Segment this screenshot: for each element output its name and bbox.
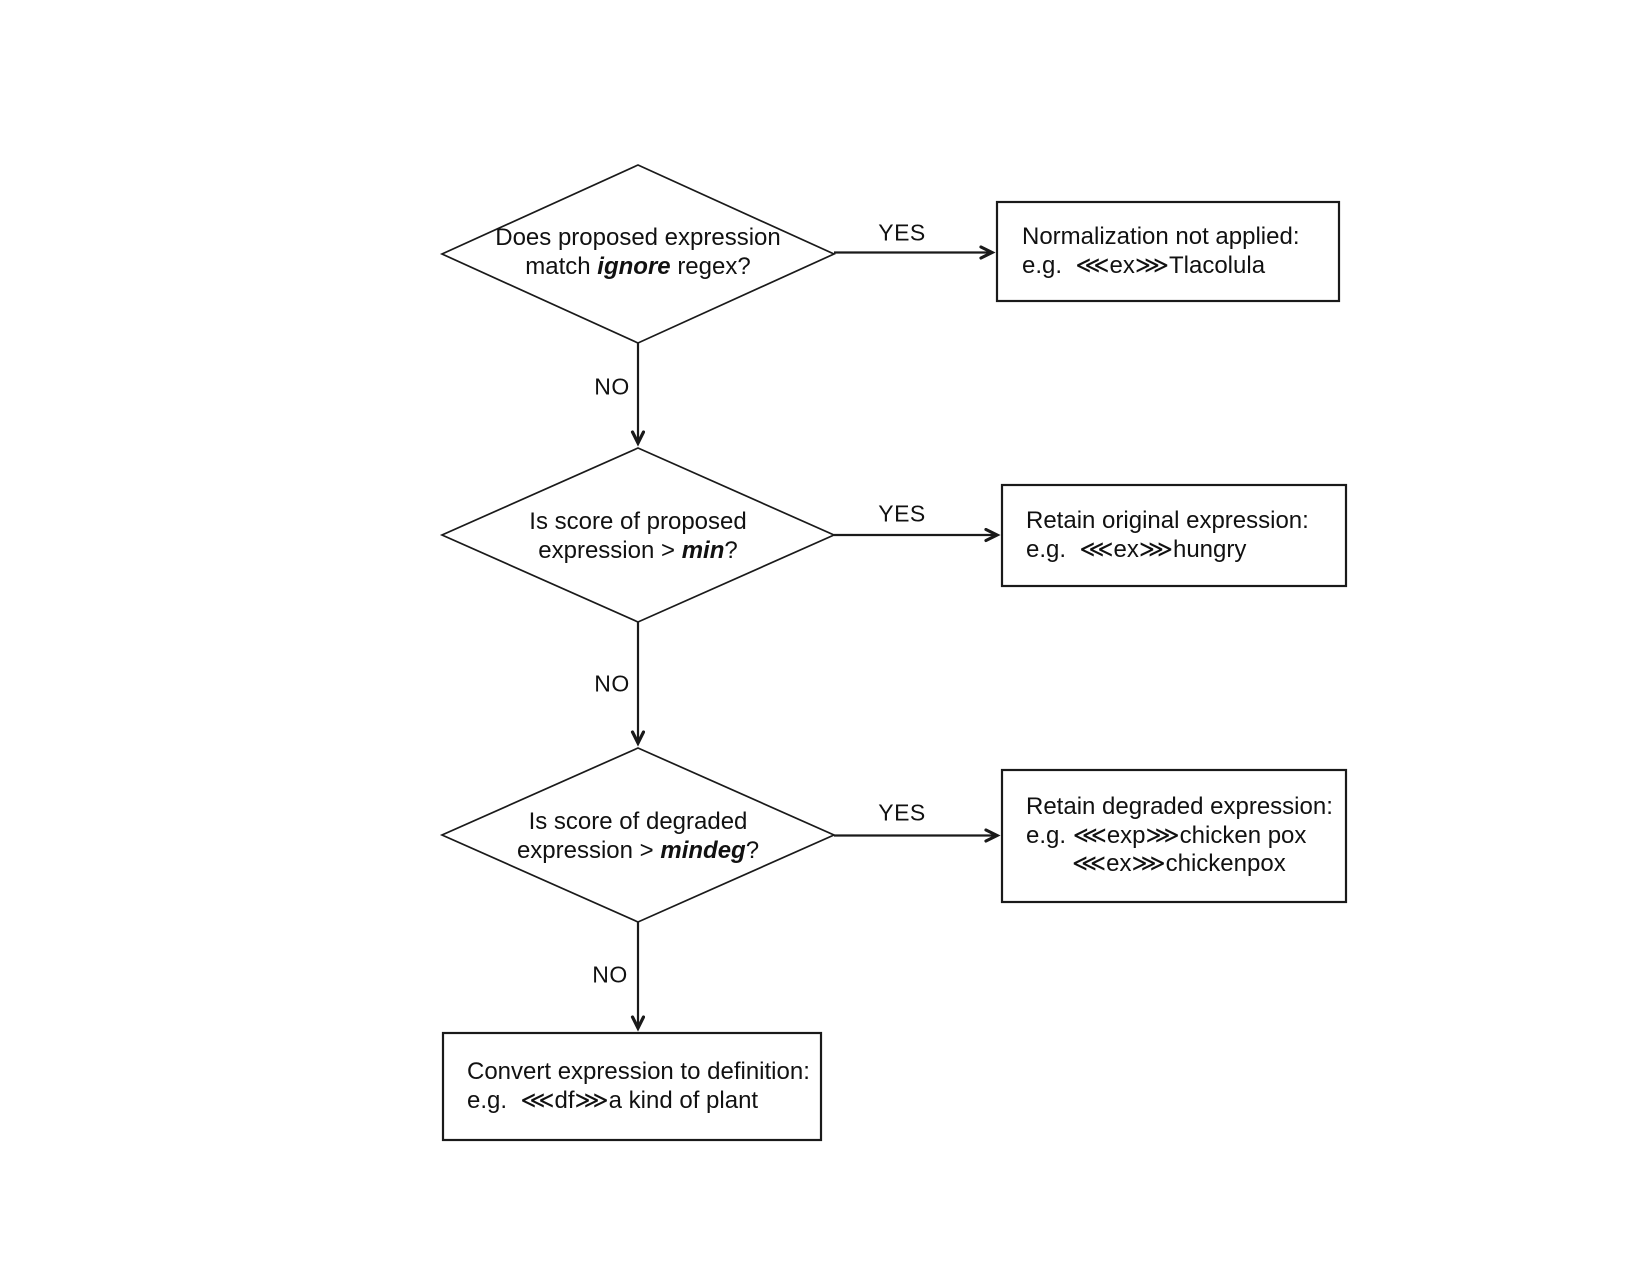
decision-line: match ignore regex? xyxy=(525,253,751,280)
label-yes-score-mindeg: YES xyxy=(878,799,926,826)
emphasis-term: min xyxy=(681,537,725,564)
result-line: Retain original expression: xyxy=(1026,507,1309,534)
result-box-normalization-not-applied xyxy=(995,200,1341,303)
label-no-ignore-regex: NO xyxy=(594,373,630,400)
decision-line: Is score of degraded xyxy=(528,808,748,835)
result-text-retain-original: Retain original expression: e.g. ⋘ex⋙hun… xyxy=(1002,485,1346,586)
result-line: e.g. ⋘exp⋙chicken pox xyxy=(1026,821,1307,849)
decision-text-score-mindeg: Is score of degraded expression > mindeg… xyxy=(517,807,759,865)
decision-text-ignore-regex: Does proposed expression match ignore re… xyxy=(495,223,781,281)
label-yes-score-min: YES xyxy=(878,500,926,527)
result-text-convert-to-definition: Convert expression to definition: e.g. ⋘… xyxy=(443,1033,821,1140)
result-line: ⋘ex⋙chickenpox xyxy=(1072,850,1286,878)
result-line: e.g. ⋘df⋙a kind of plant xyxy=(467,1086,759,1114)
decision-line: expression > mindeg? xyxy=(516,837,760,864)
result-line: e.g. ⋘ex⋙hungry xyxy=(1026,535,1247,563)
label-no-score-mindeg: NO xyxy=(592,961,628,988)
result-box-retain-degraded xyxy=(1000,768,1348,904)
result-text-normalization-not-applied: Normalization not applied: e.g. ⋘ex⋙Tlac… xyxy=(997,202,1339,301)
label-yes-ignore-regex: YES xyxy=(878,219,926,246)
result-line: Normalization not applied: xyxy=(1022,223,1300,250)
decision-line: Is score of proposed xyxy=(529,508,747,535)
result-line: Retain degraded expression: xyxy=(1026,793,1333,821)
result-box-convert-to-definition xyxy=(441,1031,823,1142)
emphasis-term: mindeg xyxy=(660,837,746,864)
result-line: e.g. ⋘ex⋙Tlacolula xyxy=(1022,251,1266,279)
emphasis-term: ignore xyxy=(597,253,671,280)
result-line: Convert expression to definition: xyxy=(467,1058,810,1085)
decision-line: expression > min? xyxy=(538,537,738,564)
label-no-score-min: NO xyxy=(594,670,630,697)
decision-text-score-min: Is score of proposed expression > min? xyxy=(529,507,746,565)
decision-line: Does proposed expression xyxy=(495,224,781,251)
result-text-retain-degraded: Retain degraded expression: e.g. ⋘exp⋙ch… xyxy=(1002,770,1346,902)
result-box-retain-original xyxy=(1000,483,1348,588)
